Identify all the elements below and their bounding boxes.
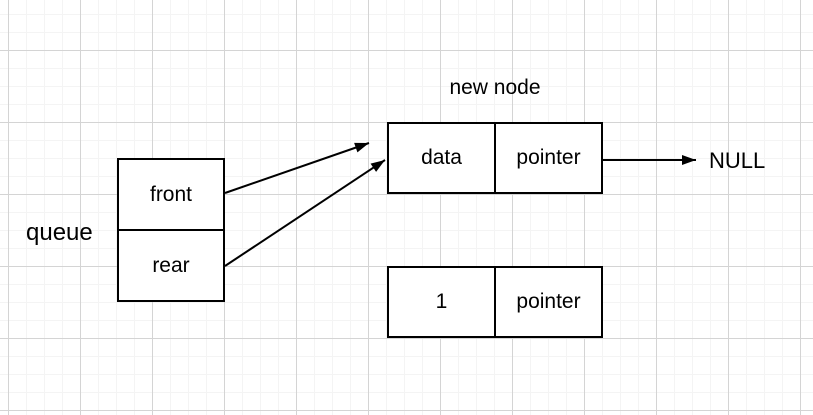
front-cell-label: front xyxy=(149,182,193,206)
data-cell-label: data xyxy=(421,146,462,169)
queue-label: queue xyxy=(26,219,93,246)
new-node-data-cell[interactable]: data xyxy=(389,124,496,192)
node1-pointer-label: pointer xyxy=(516,290,581,313)
queue-front-cell[interactable]: front xyxy=(119,160,223,231)
queue-rear-cell[interactable]: rear xyxy=(119,231,223,300)
new-node-box[interactable]: data pointer xyxy=(387,122,603,194)
node1-box[interactable]: 1 pointer xyxy=(387,266,603,338)
edge-front-to-new-node-arrow[interactable] xyxy=(224,142,370,194)
new-node-label: new node xyxy=(449,76,541,99)
pointer-cell-label: pointer xyxy=(516,146,581,169)
node1-data-label: 1 xyxy=(435,290,448,313)
node1-data-cell[interactable]: 1 xyxy=(389,268,496,336)
new-node-pointer-cell[interactable]: pointer xyxy=(496,124,601,192)
edge-rear-to-new-node-arrow[interactable] xyxy=(224,159,386,267)
node1-pointer-cell[interactable]: pointer xyxy=(496,268,601,336)
null-label: NULL xyxy=(709,148,766,173)
rear-cell-label: rear xyxy=(152,253,190,277)
queue-box[interactable]: front rear xyxy=(117,158,225,302)
